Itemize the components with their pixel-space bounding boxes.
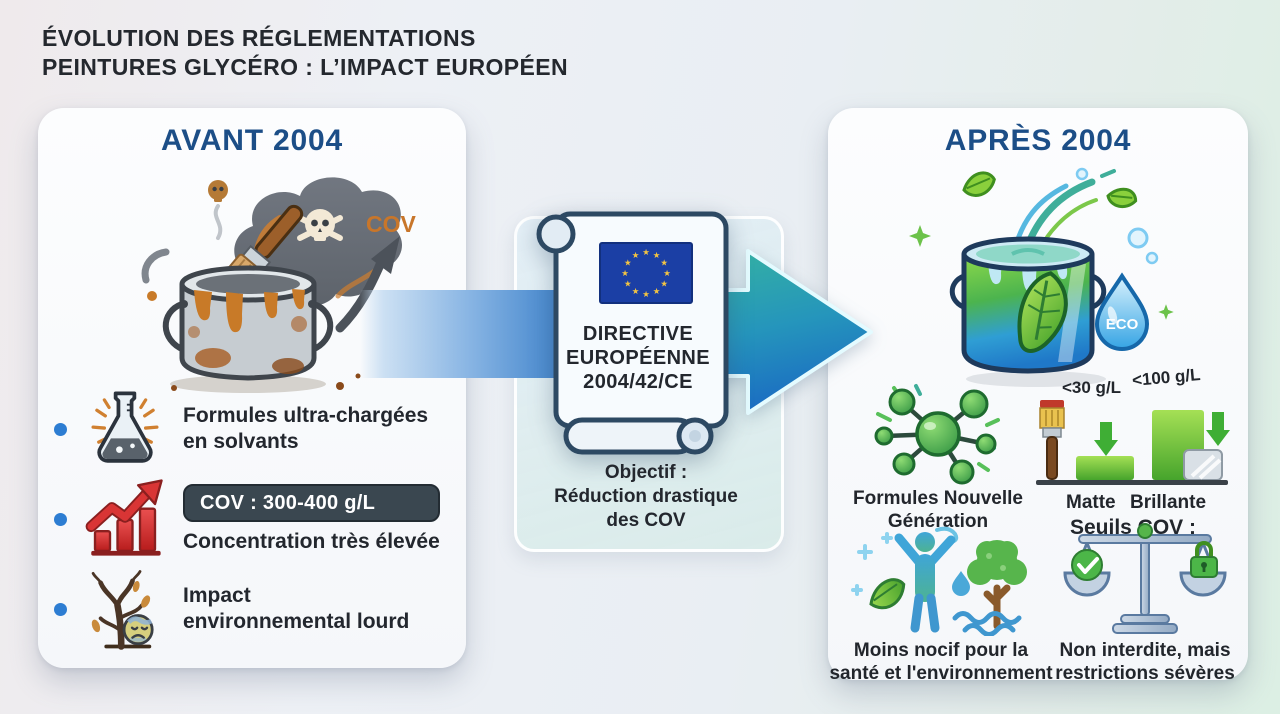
gloss-panel-icon [1183,449,1223,481]
lock-icon [1190,541,1218,578]
eco-droplet-icon: ECO [1094,272,1150,351]
feature-new-formulas: Formules Nouvelle Génération [832,380,1044,534]
flask-icon [91,391,159,463]
bullet-impact-line1: Impact [183,584,251,608]
bullet-concentration-text: COV : 300-400 g/L Concentration très éle… [183,483,440,555]
small-brush-icon [1039,400,1065,480]
objective-line2: Réduction drastique [554,485,738,507]
toxic-paint-can-illustration: COV [141,177,417,393]
bullet-concentration: COV : 300-400 g/L Concentration très éle… [54,474,458,564]
svg-text:★: ★ [632,286,640,296]
balance-scale-icon [1063,523,1227,634]
before-2004-heading: AVANT 2004 [161,124,343,157]
directive-line3: 2004/42/CE [583,371,693,393]
bullet-impact-line2: environnemental lourd [183,610,410,633]
skull-crossbones-icon [297,209,343,241]
svg-text:★: ★ [624,279,632,289]
matte-limit-value: <30 g/L [1062,378,1122,397]
svg-text:★: ★ [653,286,661,296]
health-text: Moins nocif pour la santé et l'environne… [828,640,1054,686]
person-nature-icon [851,526,1027,636]
svg-text:★: ★ [642,247,650,257]
feature-health: Moins nocif pour la santé et l'environne… [828,520,1054,686]
health-line2: santé et l'environnement [829,662,1053,684]
restrictions-line2: restrictions sévères [1055,662,1235,684]
bullet-impact: Impact environnemental lourd [54,564,458,654]
sparkle-icon [909,225,931,247]
dead-tree-icon [91,570,154,650]
new-formulas-text: Formules Nouvelle Génération [832,488,1044,534]
down-arrow-icon [1094,422,1118,456]
floating-leaf-icon [1106,187,1138,209]
bullet-solvants-line2: en solvants [183,430,299,453]
page-title-line2: PEINTURES GLYCÉRO : L’IMPACT EUROPÉEN [42,54,568,81]
cov-value-badge: COV : 300-400 g/L [183,483,440,522]
svg-text:★: ★ [624,258,632,268]
eu-flag-icon: ★★★ ★★★ ★★★ ★★★ [599,242,693,304]
restrictions-text: Non interdite, mais restrictions sévères [1046,640,1244,686]
bullet-dot [54,512,67,526]
restrictions-line1: Non interdite, mais [1059,640,1231,661]
small-skull-icon [208,180,228,240]
objective-line3: des COV [606,509,686,531]
feature-voc-limits: <30 g/L <100 g/L [1026,365,1240,546]
floating-leaf-icon [962,171,996,197]
brillante-label: Brillante [1130,492,1207,513]
svg-text:★: ★ [663,268,671,278]
directive-title: DIRECTIVE EUROPÉENNE 2004/42/CE [532,322,744,394]
bullet-solvants-text: Formules ultra-chargées en solvants [183,403,428,454]
smoke-cov-label: COV [366,211,417,237]
eu-stars: ★★★ ★★★ ★★★ ★★★ [621,247,671,299]
directive-objective: Objectif : Réduction drastique des COV [514,461,778,532]
feature-restrictions: Non interdite, mais restrictions sévères [1046,520,1244,686]
chart-up-icon [85,479,163,556]
svg-text:★: ★ [660,258,668,268]
page-title-line1: ÉVOLUTION DES RÉGLEMENTATIONS [42,25,476,51]
tree-icon [967,540,1027,630]
after-2004-heading: APRÈS 2004 [944,124,1132,157]
check-icon [1071,549,1103,581]
svg-text:★: ★ [621,268,629,278]
down-arrow-icon [1206,412,1230,446]
droplet-icon [952,571,970,596]
directive-line1: DIRECTIVE [582,323,694,345]
bullet-solvants: Formules ultra-chargées en solvants [54,384,458,474]
water-waves-icon [952,611,1022,636]
eco-paint-can-illustration: ECO [909,167,1174,387]
molecule-icon [874,384,1000,485]
bullet-concentration-caption: Concentration très élevée [183,529,440,553]
voc-limits-caption: Seuils COV : [1069,516,1197,539]
directive-line2: EUROPÉENNE [565,347,711,369]
person-figure [894,532,956,633]
bullet-solvants-line1: Formules ultra-chargées [183,404,429,428]
eco-badge-label: ECO [1106,316,1139,333]
bullet-dot [54,602,67,616]
before-2004-panel: AVANT 2004 [38,108,466,668]
svg-text:★: ★ [660,279,668,289]
svg-text:★: ★ [632,250,640,260]
svg-text:★: ★ [642,289,650,299]
sparkle-icon [1158,304,1174,320]
svg-text:★: ★ [653,250,661,260]
new-formulas-line2: Génération [887,510,989,532]
page-title: ÉVOLUTION DES RÉGLEMENTATIONS PEINTURES … [42,24,568,83]
after-2004-panel: APRÈS 2004 [828,108,1248,684]
bubble-icon [1075,167,1089,181]
paint-bars-icon [1036,400,1230,485]
matte-label: Matte [1066,492,1116,513]
bubble-icon [1145,251,1159,265]
gray-swirl-icon [141,248,170,301]
health-line1: Moins nocif pour la [853,640,1029,661]
leaf-icon [1017,271,1068,353]
bubble-icon [1127,227,1149,249]
rusty-can [162,265,361,393]
leaf-icon [869,578,906,610]
objective-line1: Objectif : [604,462,688,483]
new-formulas-line1: Formules Nouvelle [853,488,1023,509]
directive-scroll: ★★★ ★★★ ★★★ ★★★ [536,211,729,455]
bullet-impact-text: Impact environnemental lourd [183,583,409,634]
sad-earth-icon [122,614,154,646]
bullet-dot [54,422,67,436]
